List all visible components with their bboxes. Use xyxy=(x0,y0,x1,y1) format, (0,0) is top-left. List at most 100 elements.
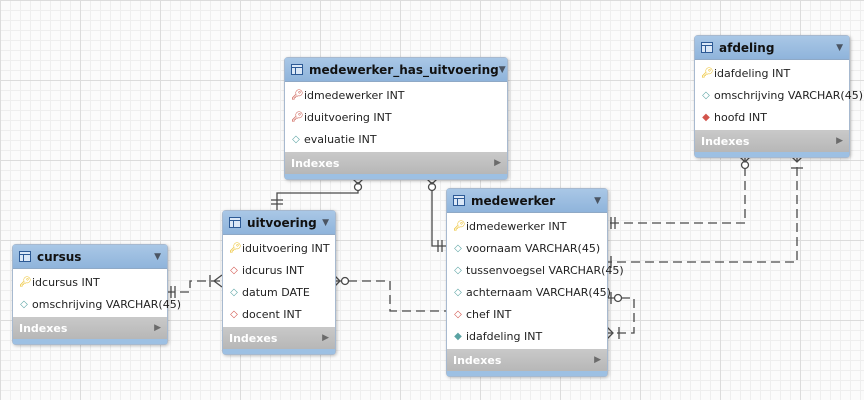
foreign-primary-key-icon: 🔑︎ xyxy=(291,89,304,101)
column-label: idcurus INT xyxy=(242,263,304,277)
collapse-arrow-icon[interactable]: ▼ xyxy=(836,42,843,53)
rel-uitvoering-medewerker xyxy=(334,280,446,312)
column-icon: ◇ xyxy=(702,89,710,101)
column-row[interactable]: ◇ datum DATE xyxy=(223,281,335,303)
column-row[interactable]: ◇ chef INT xyxy=(447,303,607,325)
table-header[interactable]: medewerker_has_uitvoering ▼ xyxy=(285,58,507,82)
column-label: voornaam VARCHAR(45) xyxy=(466,241,601,255)
indexes-label: Indexes xyxy=(453,353,502,367)
column-label: datum DATE xyxy=(242,285,310,299)
column-row[interactable]: 🔑︎iduitvoering INT xyxy=(285,106,507,128)
column-icon: ◇ xyxy=(20,298,28,310)
indexes-label: Indexes xyxy=(701,134,750,148)
column-label: idafdeling INT xyxy=(714,66,791,80)
table-icon xyxy=(701,42,713,53)
collapse-arrow-icon[interactable]: ▼ xyxy=(322,217,329,228)
table-cursus[interactable]: cursus ▼ 🔑︎idcursus INT ◇ omschrijving VA… xyxy=(12,244,181,345)
column-row[interactable]: ◇ docent INT xyxy=(223,303,335,325)
foreign-key-column-icon: ◆ xyxy=(454,330,462,342)
column-label: achternaam VARCHAR(45) xyxy=(466,285,611,299)
column-label: idmedewerker INT xyxy=(304,88,405,102)
column-label: iduitvoering INT xyxy=(242,241,330,255)
expand-arrow-icon[interactable]: ▶ xyxy=(154,323,161,333)
table-header[interactable]: cursus ▼ xyxy=(13,245,167,269)
column-label: docent INT xyxy=(242,307,302,321)
table-medewerker[interactable]: medewerker ▼ 🔑︎idmedewerker INT ◇ voornaa… xyxy=(446,188,624,377)
column-label: evaluatie INT xyxy=(304,132,377,146)
table-header[interactable]: uitvoering ▼ xyxy=(223,211,335,235)
column-icon: ◇ xyxy=(454,286,462,298)
column-label: idcursus INT xyxy=(32,275,100,289)
table-title: medewerker_has_uitvoering xyxy=(309,62,499,77)
column-icon: ◇ xyxy=(292,133,300,145)
column-row[interactable]: 🔑︎idmedewerker INT xyxy=(447,215,607,237)
rel-afdeling-medewerker-2 xyxy=(607,153,798,263)
foreign-key-icon: ◆ xyxy=(702,111,710,123)
primary-key-icon: 🔑︎ xyxy=(19,276,32,288)
expand-arrow-icon[interactable]: ▶ xyxy=(594,355,601,365)
column-row[interactable]: ◇ idcurus INT xyxy=(223,259,335,281)
column-row[interactable]: ◇ voornaam VARCHAR(45) xyxy=(447,237,607,259)
table-uitvoering[interactable]: uitvoering ▼ 🔑︎iduitvoering INT ◇ idcurus… xyxy=(222,210,336,355)
column-row[interactable]: 🔑︎idafdeling INT xyxy=(695,62,849,84)
column-label: chef INT xyxy=(466,307,512,321)
column-icon: ◇ xyxy=(454,264,462,276)
expand-arrow-icon[interactable]: ▶ xyxy=(322,333,329,343)
collapse-arrow-icon[interactable]: ▼ xyxy=(154,251,161,262)
column-icon: ◇ xyxy=(230,286,238,298)
column-row[interactable]: ◇ omschrijving VARCHAR(45) xyxy=(13,293,181,315)
column-label: iduitvoering INT xyxy=(304,110,392,124)
indexes-label: Indexes xyxy=(229,331,278,345)
indexes-bar[interactable]: Indexes ▶ xyxy=(285,152,507,179)
table-afdeling[interactable]: afdeling ▼ 🔑︎idafdeling INT ◇ omschrijvin… xyxy=(694,35,863,158)
indexes-bar[interactable]: Indexes ▶ xyxy=(447,349,607,376)
rel-medewerker-self xyxy=(607,297,635,334)
column-icon: ◇ xyxy=(454,242,462,254)
indexes-bar[interactable]: Indexes ▶ xyxy=(695,130,849,157)
column-row[interactable]: ◇ evaluatie INT xyxy=(285,128,507,150)
indexes-bar[interactable]: Indexes ▶ xyxy=(13,317,167,344)
expand-arrow-icon[interactable]: ▶ xyxy=(494,158,501,168)
table-medewerker-has-uitvoering[interactable]: medewerker_has_uitvoering ▼ 🔑︎idmedewerk… xyxy=(284,57,508,180)
rel-afdeling-medewerker-1 xyxy=(607,153,746,224)
column-row[interactable]: ◇ tussenvoegsel VARCHAR(45) xyxy=(447,259,624,281)
table-title: cursus xyxy=(37,249,82,264)
primary-key-icon: 🔑︎ xyxy=(229,242,242,254)
table-icon xyxy=(453,195,465,206)
foreign-key-icon: ◇ xyxy=(230,264,238,276)
indexes-label: Indexes xyxy=(291,156,340,170)
foreign-key-icon: ◇ xyxy=(230,308,238,320)
foreign-key-icon: ◇ xyxy=(454,308,462,320)
column-label: hoofd INT xyxy=(714,110,767,124)
column-row[interactable]: ◇ achternaam VARCHAR(45) xyxy=(447,281,611,303)
rel-mhu-uitvoering xyxy=(276,182,359,212)
table-title: afdeling xyxy=(719,40,775,55)
table-header[interactable]: medewerker ▼ xyxy=(447,189,607,213)
collapse-arrow-icon[interactable]: ▼ xyxy=(498,64,506,75)
column-label: idafdeling INT xyxy=(466,329,543,343)
column-label: omschrijving VARCHAR(45) xyxy=(32,297,181,311)
table-icon xyxy=(291,64,303,75)
table-icon xyxy=(229,217,241,228)
rel-mhu-medewerker xyxy=(431,182,446,247)
table-title: uitvoering xyxy=(247,215,317,230)
column-row[interactable]: 🔑︎idcursus INT xyxy=(13,271,167,293)
table-header[interactable]: afdeling ▼ xyxy=(695,36,849,60)
column-row[interactable]: ◇ omschrijving VARCHAR(45) xyxy=(695,84,863,106)
column-label: tussenvoegsel VARCHAR(45) xyxy=(466,263,624,277)
column-label: omschrijving VARCHAR(45) xyxy=(714,88,863,102)
column-row[interactable]: 🔑︎idmedewerker INT xyxy=(285,84,507,106)
indexes-label: Indexes xyxy=(19,321,68,335)
column-row[interactable]: ◆ idafdeling INT xyxy=(447,325,607,347)
rel-cursus-uitvoering xyxy=(166,280,222,293)
indexes-bar[interactable]: Indexes ▶ xyxy=(223,327,335,354)
table-title: medewerker xyxy=(471,193,556,208)
table-icon xyxy=(19,251,31,262)
primary-key-icon: 🔑︎ xyxy=(701,67,714,79)
column-row[interactable]: ◆ hoofd INT xyxy=(695,106,849,128)
primary-key-icon: 🔑︎ xyxy=(453,220,466,232)
column-row[interactable]: 🔑︎iduitvoering INT xyxy=(223,237,335,259)
collapse-arrow-icon[interactable]: ▼ xyxy=(594,195,601,206)
expand-arrow-icon[interactable]: ▶ xyxy=(836,136,843,146)
